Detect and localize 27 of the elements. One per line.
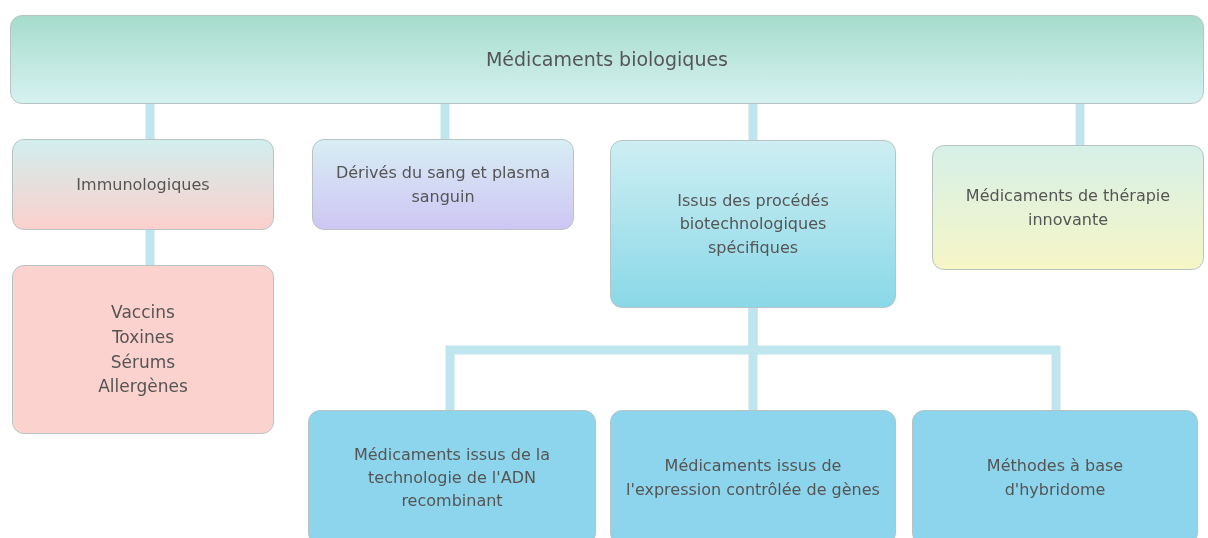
connector-line (145, 230, 155, 265)
node-label: Médicaments issus de la technologie de l'ADN recombinant (352, 443, 552, 513)
connector-line (748, 308, 1061, 410)
category-box (10, 15, 1204, 104)
node-label: Immunologiques (76, 173, 210, 196)
connector-line (748, 104, 758, 140)
category-box (312, 139, 574, 230)
list-item: Allergènes (98, 375, 188, 399)
category-box (610, 140, 896, 308)
node-label: Méthodes à base d'hybridome (985, 455, 1125, 501)
list-item: Sérums (110, 350, 176, 374)
node-label: Issus des procédés biotechnologiques spécifiques (676, 190, 830, 259)
list-item: Vaccins (111, 301, 175, 325)
node-label: Dérivés du sang et plasma sanguin (334, 162, 552, 208)
connector-line (1075, 104, 1085, 145)
category-box (912, 410, 1198, 538)
category-box (308, 410, 596, 538)
connector-line (440, 104, 450, 139)
category-box (932, 145, 1204, 270)
category-box (12, 139, 274, 230)
node-label: Médicaments issus de l'expression contrôlée de gènes (625, 455, 881, 501)
list-box (12, 265, 274, 434)
connector-line (145, 104, 155, 139)
category-box (610, 410, 896, 538)
node-label: Médicaments biologiques (485, 46, 728, 72)
node-label: Médicaments de thérapie innovante (964, 185, 1172, 231)
list-item: Toxines (111, 325, 175, 349)
